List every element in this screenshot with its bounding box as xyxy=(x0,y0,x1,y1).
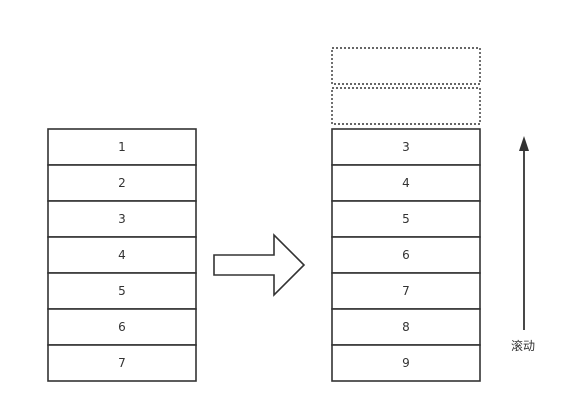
scrolled-out-cell xyxy=(331,87,481,125)
list-cell-box xyxy=(331,272,481,310)
list-cell: 4 xyxy=(331,164,481,202)
list-cell: 4 xyxy=(47,236,197,274)
list-cell-box xyxy=(47,128,197,166)
list-cell-box xyxy=(47,344,197,382)
list-cell-label: 6 xyxy=(118,320,126,334)
list-cell-box xyxy=(47,236,197,274)
list-cell-box xyxy=(331,200,481,238)
transition-arrow-icon xyxy=(213,233,306,297)
left-list: 1 2 3 4 5 6 7 xyxy=(47,128,197,382)
list-cell-box xyxy=(331,236,481,274)
list-cell-label: 3 xyxy=(402,140,410,154)
list-cell-box xyxy=(47,308,197,346)
list-cell: 3 xyxy=(47,200,197,238)
list-cell: 2 xyxy=(47,164,197,202)
list-cell-label: 6 xyxy=(402,248,410,262)
list-cell: 8 xyxy=(331,308,481,346)
scrolled-out-cells xyxy=(331,47,481,125)
list-cell: 1 xyxy=(47,128,197,166)
scroll-up-arrow-icon xyxy=(519,136,529,151)
list-cell-label: 9 xyxy=(402,356,410,370)
list-cell: 7 xyxy=(47,344,197,382)
list-cell: 5 xyxy=(47,272,197,310)
list-cell-label: 1 xyxy=(118,140,126,154)
scroll-indicator: 滚动 xyxy=(511,136,535,353)
list-cell-label: 3 xyxy=(118,212,126,226)
list-cell-label: 5 xyxy=(402,212,410,226)
list-cell: 7 xyxy=(331,272,481,310)
list-cell: 9 xyxy=(331,344,481,382)
list-cell-box xyxy=(331,128,481,166)
list-cell-box xyxy=(331,344,481,382)
list-cell: 5 xyxy=(331,200,481,238)
list-cell: 6 xyxy=(331,236,481,274)
list-cell-label: 8 xyxy=(402,320,410,334)
list-cell-label: 2 xyxy=(118,176,126,190)
list-cell-label: 5 xyxy=(118,284,126,298)
list-cell-label: 7 xyxy=(118,356,126,370)
list-cell: 6 xyxy=(47,308,197,346)
list-cell-label: 7 xyxy=(402,284,410,298)
list-cell-label: 4 xyxy=(118,248,126,262)
list-cell: 3 xyxy=(331,128,481,166)
scrolled-out-cell xyxy=(331,47,481,85)
list-cell-box xyxy=(47,164,197,202)
list-cell-label: 4 xyxy=(402,176,410,190)
right-list: 3 4 5 6 7 8 9 xyxy=(331,128,481,382)
scroll-label: 滚动 xyxy=(511,338,535,353)
